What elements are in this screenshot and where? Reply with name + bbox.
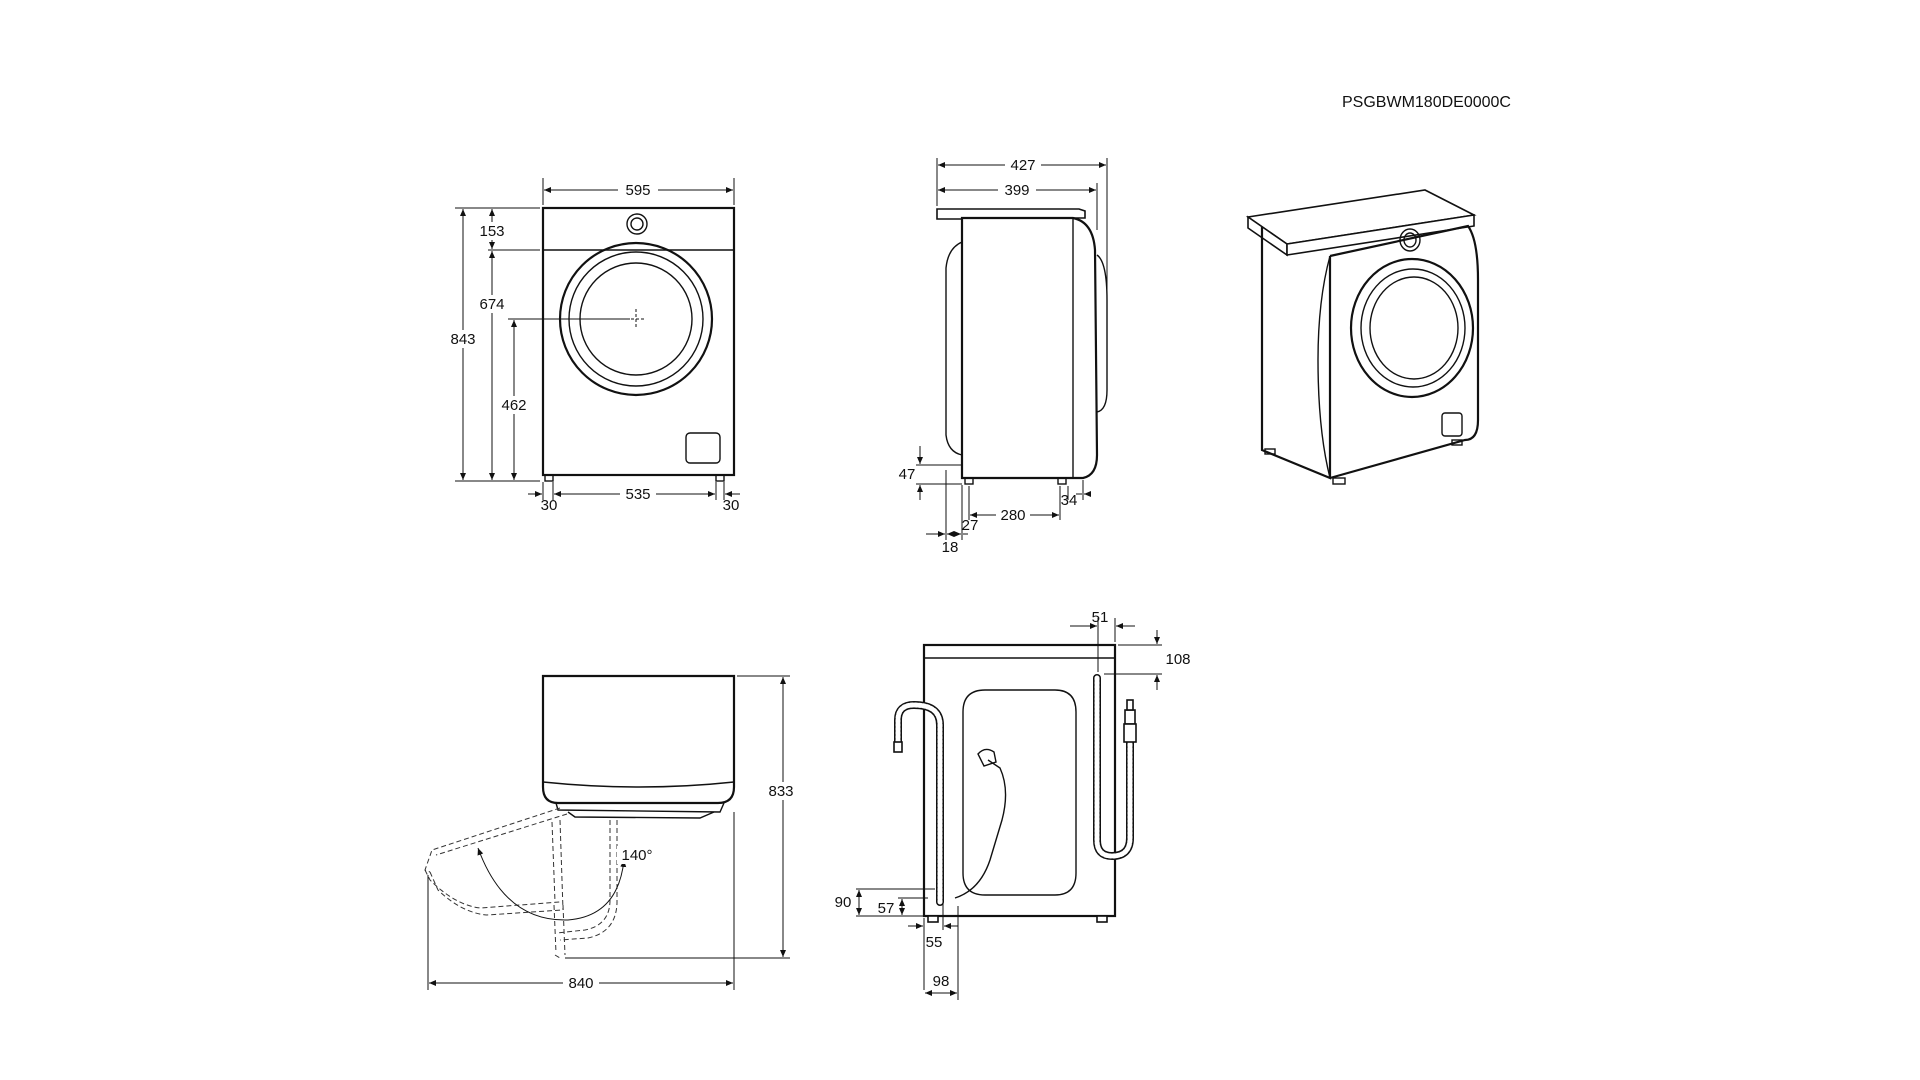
- dim-foot-span-label: 535: [625, 486, 650, 503]
- dim-foot-left-label: 30: [541, 497, 558, 514]
- persp-front: [1329, 224, 1480, 480]
- front-foot-right: [715, 474, 725, 482]
- program-knob-icon: [626, 213, 648, 235]
- dim-drain-height-label: 90: [835, 894, 852, 911]
- dim-rear-offset-label: 18: [942, 539, 959, 556]
- product-code: PSGBWM180DE0000C: [1342, 94, 1511, 111]
- dim-foot-width-label: 55: [926, 934, 943, 951]
- dim-drain-width-label: 98: [933, 973, 950, 990]
- top-body: [541, 674, 736, 805]
- rear-cabinet: [922, 643, 1117, 918]
- dim-width-label: 595: [625, 182, 650, 199]
- side-cabinet: [960, 216, 1099, 480]
- dim-door-center-label: 462: [501, 397, 526, 414]
- dim-open-depth-label: 840: [568, 975, 593, 992]
- front-cabinet: [541, 206, 736, 477]
- dim-open-height-label: 833: [768, 783, 793, 800]
- rear-panel: [962, 689, 1077, 896]
- perspective-view: [1245, 189, 1480, 485]
- side-view: 427 399 47 34 280 27 18: [899, 156, 1108, 556]
- dim-front-foot-label: 34: [1061, 492, 1078, 509]
- side-door: [1096, 254, 1108, 413]
- dim-inlet-height-label: 108: [1165, 651, 1190, 668]
- dim-depth-total-label: 427: [1010, 157, 1035, 174]
- persp-door-outer: [1349, 257, 1475, 399]
- side-rear-bulge: [945, 241, 963, 456]
- service-flap: [685, 432, 721, 464]
- power-cord: [954, 759, 1007, 899]
- inlet-connector-icon: [1124, 709, 1136, 725]
- persp-knob-icon: [1399, 228, 1421, 252]
- hinge-plate: [567, 811, 715, 819]
- dim-door-top-label: 674: [479, 296, 504, 313]
- front-foot-left: [544, 474, 554, 482]
- door-open-view: 140° 833 840: [424, 674, 799, 992]
- persp-door-glass: [1369, 276, 1459, 380]
- rear-view: 51 108 90 57 55 98: [835, 609, 1191, 1000]
- dim-depth-body-label: 399: [1004, 182, 1029, 199]
- dim-foot-spacing-label: 280: [1000, 507, 1025, 524]
- dim-height-total-label: 843: [450, 331, 475, 348]
- persp-side: [1260, 227, 1332, 480]
- dim-foot-offset-label: 27: [962, 517, 979, 534]
- door-dashed-1: [424, 807, 561, 873]
- power-plug-icon: [977, 748, 997, 767]
- dim-inlet-offset-label: 51: [1092, 609, 1109, 626]
- front-view: 595 843 153 674 462 30 535 30: [446, 178, 740, 514]
- drain-hose: [894, 700, 944, 906]
- dim-foot-right-label: 30: [723, 497, 740, 514]
- inlet-hose: [1093, 674, 1134, 861]
- dim-top-panel-label: 153: [479, 223, 504, 240]
- dim-drain-low-label: 57: [878, 900, 895, 917]
- door-angle-arc: [477, 847, 627, 921]
- dim-foot-height-label: 47: [899, 466, 916, 483]
- door-angle-label: 140°: [621, 847, 652, 864]
